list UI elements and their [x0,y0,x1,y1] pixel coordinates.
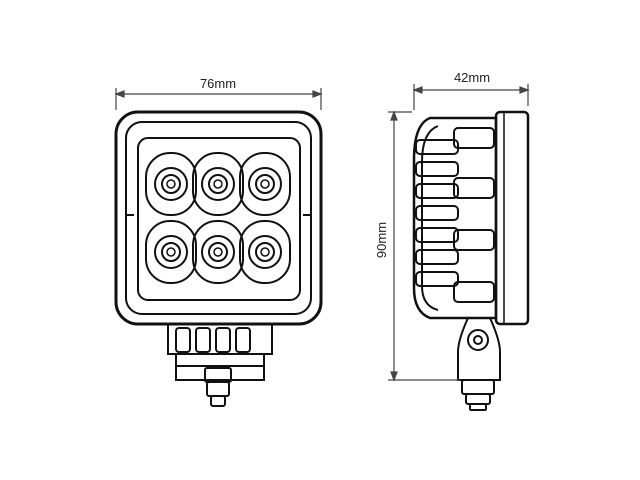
front-view [114,110,323,407]
side-mount-bracket [457,317,501,411]
heatsink-body [412,116,498,320]
led-bottom-left [145,220,197,284]
lens-window [137,137,301,301]
dimension-lines [114,84,530,382]
led-top-left [145,152,197,216]
led-bottom-middle [192,220,244,284]
led-top-middle [192,152,244,216]
front-mount-bracket [167,323,273,407]
side-view [412,110,530,411]
front-housing-outer [114,110,323,326]
width-dimension-label: 76mm [200,76,236,91]
led-top-right [239,152,291,216]
heatsink-fins [415,127,495,303]
depth-dimension-label: 42mm [454,70,490,85]
height-dimension-label: 90mm [374,222,389,258]
side-bezel [494,110,530,326]
front-housing-inner [125,121,312,315]
led-bottom-right [239,220,291,284]
